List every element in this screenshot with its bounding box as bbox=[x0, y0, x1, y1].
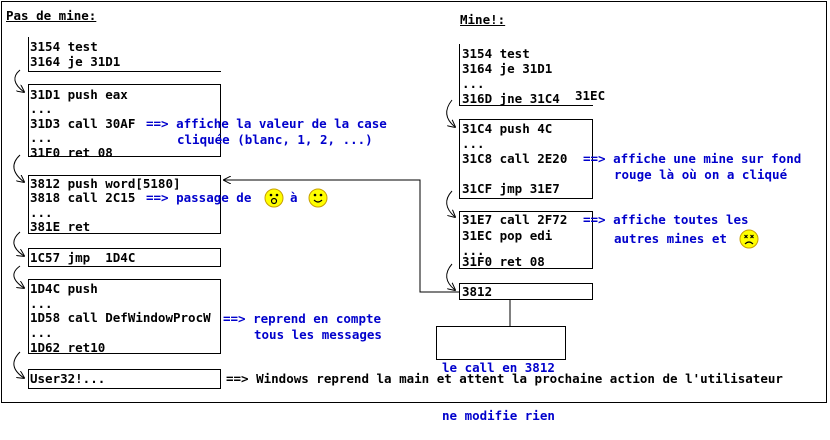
surprised-smiley-icon bbox=[264, 188, 284, 208]
arrow-right-1 bbox=[446, 99, 455, 127]
right-b2-l2: 31EC pop edi bbox=[462, 228, 553, 243]
left-b5-comment: ==> Windows reprend la main et attent la… bbox=[226, 371, 783, 386]
right-b2-l3: ... bbox=[462, 243, 485, 258]
right-b1-l3: 31C8 call 2E20 bbox=[462, 151, 568, 166]
left-block5 bbox=[28, 369, 221, 389]
right-block1 bbox=[459, 119, 593, 199]
arrow-back-to-3812 bbox=[224, 180, 459, 293]
right-b2-l1: 31E7 call 2F72 bbox=[462, 212, 568, 227]
arrow-right-2 bbox=[446, 190, 455, 217]
left-block3 bbox=[28, 248, 221, 267]
arrow-left-3 bbox=[13, 231, 24, 256]
right-b1-comment2: rouge là où on a cliqué bbox=[614, 167, 788, 182]
right-b3-l1: 3812 bbox=[462, 284, 493, 299]
left-b4-top bbox=[28, 279, 221, 280]
right-b1-l1: 31C4 push 4C bbox=[462, 121, 553, 136]
left-b2-comment-prefix: ==> passage de bbox=[146, 190, 252, 205]
left-b4-l5: 1D62 ret10 bbox=[30, 340, 106, 355]
callout-line1: le call en 3812 bbox=[442, 360, 555, 375]
left-block1 bbox=[28, 84, 221, 157]
left-b3-l1: 1C57 jmp 1D4C bbox=[30, 250, 136, 265]
flow-arrows bbox=[13, 69, 511, 406]
sad-smiley-icon bbox=[739, 229, 759, 249]
arrow-right-3 bbox=[446, 263, 455, 290]
arrow-left-2 bbox=[13, 154, 24, 182]
callout-line2: ne modifie rien bbox=[442, 408, 555, 423]
left-b4-l2: ... bbox=[30, 296, 53, 311]
left-block2 bbox=[28, 175, 221, 234]
right-block3 bbox=[459, 283, 593, 300]
left-b5-l1: User32!... bbox=[30, 371, 106, 386]
right-block0 bbox=[459, 44, 593, 106]
left-b2-l4: 381E ret bbox=[30, 219, 91, 234]
right-b0-l1: 3154 test bbox=[462, 46, 530, 61]
left-b4-l3: 1D58 call DefWindowProcW bbox=[30, 310, 211, 325]
right-b1-top bbox=[459, 119, 593, 120]
right-block2 bbox=[459, 211, 593, 269]
left-b4-comment2: tous les messages bbox=[254, 327, 382, 342]
left-b4-l1: 1D4C push bbox=[30, 281, 98, 296]
left-b1-l4: ... bbox=[30, 130, 53, 145]
left-b1-comment1: ==> affiche la valeur de la case bbox=[146, 116, 387, 131]
left-b2-l2: 3818 call 2C15 bbox=[30, 190, 136, 205]
happy-smiley-icon bbox=[308, 188, 328, 208]
arrow-left-1 bbox=[14, 69, 24, 92]
left-block4 bbox=[28, 279, 221, 354]
left-b0-l1: 3154 test bbox=[30, 39, 98, 54]
left-b1-l2: ... bbox=[30, 101, 53, 116]
right-b2-comment2: autres mines et bbox=[614, 231, 727, 246]
arrow-left-5 bbox=[13, 351, 24, 378]
left-b1-comment2: cliquée (blanc, 1, 2, ...) bbox=[177, 132, 373, 147]
left-b1-l1: 31D1 push eax bbox=[30, 87, 128, 102]
left-b2-l1: 3812 push word[5180] bbox=[30, 176, 181, 191]
left-b1-l3: 31D3 call 30AF bbox=[30, 116, 136, 131]
right-b0-extra: 31EC bbox=[575, 88, 606, 103]
left-b4-comment1: ==> reprend en compte bbox=[223, 311, 382, 326]
left-b0-l2: 3164 je 31D1 bbox=[30, 54, 121, 69]
left-block0 bbox=[28, 37, 221, 72]
right-b2-top bbox=[459, 211, 593, 212]
left-b2-comment-mid: à bbox=[290, 190, 298, 205]
left-title: Pas de mine: bbox=[6, 8, 97, 23]
right-b0-l3: ... bbox=[462, 76, 485, 91]
right-b0-l4: 316D jne 31C4 bbox=[462, 91, 560, 106]
right-b1-l4: 31CF jmp 31E7 bbox=[462, 181, 560, 196]
left-b2-l3: ... bbox=[30, 205, 53, 220]
right-b0-l2: 3164 je 31D1 bbox=[462, 61, 553, 76]
right-b1-l2: ... bbox=[462, 136, 485, 151]
arrow-left-4 bbox=[13, 265, 24, 288]
right-b1-comment1: ==> affiche une mine sur fond bbox=[583, 151, 802, 166]
left-b1-l5: 31F0 ret 08 bbox=[30, 145, 113, 160]
diagram-frame bbox=[1, 1, 827, 403]
right-b2-comment1: ==> affiche toutes les bbox=[583, 212, 749, 227]
left-b4-l4: ... bbox=[30, 325, 53, 340]
right-b2-l4: 31F0 ret 08 bbox=[462, 254, 545, 269]
right-title: Mine!: bbox=[460, 12, 506, 27]
left-b1-top bbox=[28, 84, 221, 85]
